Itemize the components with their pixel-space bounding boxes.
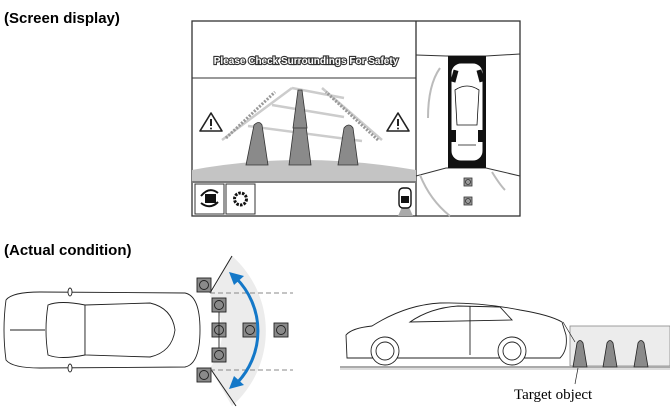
vehicle-view-indicator-icon <box>398 187 413 216</box>
target-objects <box>196 277 289 383</box>
safety-message: Please Check Surroundings For Safety <box>214 56 399 67</box>
side-cones <box>572 340 649 368</box>
screen-display: Please Check Surroundings For Safety <box>191 20 521 217</box>
actual-condition-side-view: Target object <box>340 302 670 403</box>
cone-left <box>245 122 269 166</box>
rear-camera-view <box>192 86 416 183</box>
detection-sweep-arrow-icon <box>229 272 260 389</box>
camera-switch-button[interactable] <box>194 183 225 215</box>
target-object-label: Target object <box>514 387 593 403</box>
actual-condition-top-view <box>3 255 293 407</box>
screen-display-heading: (Screen display) <box>4 10 120 27</box>
top-view <box>415 53 521 217</box>
detected-object-icon <box>463 177 473 206</box>
gear-icon <box>233 191 248 207</box>
car-top-view <box>3 287 201 373</box>
cone-far <box>292 89 308 129</box>
actual-condition-heading: (Actual condition) <box>4 242 132 259</box>
warning-triangle-icon <box>386 112 410 132</box>
settings-button[interactable] <box>225 183 256 215</box>
warning-triangle-icon <box>199 112 223 132</box>
camera-switch-icon <box>200 189 219 208</box>
car-side-view <box>345 302 567 366</box>
cone-right <box>337 124 359 166</box>
